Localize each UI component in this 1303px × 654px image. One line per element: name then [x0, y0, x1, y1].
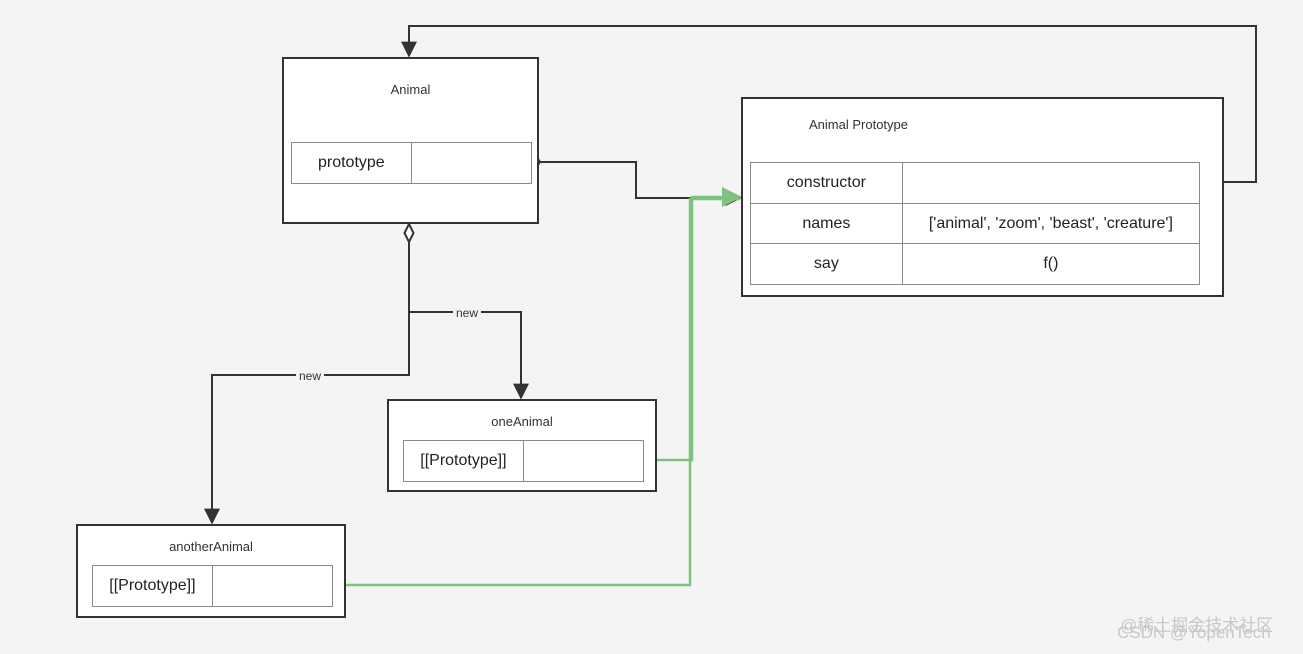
one-animal-node[interactable]: oneAnimal [[Prototype]] [387, 399, 657, 492]
edge-label-new-another: new [296, 369, 325, 383]
aggregation-diamond-icon [403, 221, 415, 245]
animal-prototype-node[interactable]: Animal Prototype constructor names ['ani… [741, 97, 1224, 297]
animal-prototype-value [410, 142, 533, 184]
edge-label-new-one: new [453, 306, 482, 320]
one-animal-prototype-value [522, 440, 645, 482]
table-row: names ['animal', 'zoom', 'beast', 'creat… [750, 203, 1201, 244]
edge-new-one-animal [408, 242, 529, 400]
names-value: ['animal', 'zoom', 'beast', 'creature'] [901, 203, 1201, 244]
another-animal-title: anotherAnimal [169, 539, 253, 554]
edge-one-animal-proto-link [643, 187, 742, 465]
animal-title: Animal [390, 82, 431, 97]
edge-prototype-to-animal-prototype [531, 157, 742, 206]
table-row: [[Prototype]] [403, 440, 645, 482]
animal-node[interactable]: Animal prototype [282, 57, 539, 224]
table-row: constructor [750, 162, 1201, 204]
table-row: say f() [750, 243, 1201, 285]
constructor-value [901, 162, 1201, 204]
names-key: names [750, 203, 903, 244]
animal-prototype-title: Animal Prototype [809, 117, 908, 132]
watermark-csdn: CSDN @YopenTech [1117, 623, 1271, 642]
animal-table: prototype [291, 142, 533, 184]
watermark-juejin: @稀土掘金技术社区 [1120, 616, 1274, 635]
animal-prototype-table: constructor names ['animal', 'zoom', 'be… [750, 162, 1201, 285]
table-row: prototype [291, 142, 533, 184]
say-value: f() [901, 243, 1201, 285]
animal-prototype-key: prototype [291, 142, 412, 184]
another-animal-prototype-key: [[Prototype]] [92, 565, 213, 607]
one-animal-prototype-key: [[Prototype]] [403, 440, 524, 482]
edge-another-animal-proto-link [333, 197, 740, 590]
table-row: [[Prototype]] [92, 565, 334, 607]
one-animal-title: oneAnimal [491, 414, 553, 429]
constructor-key: constructor [750, 162, 903, 204]
another-animal-prototype-value [211, 565, 334, 607]
another-animal-node[interactable]: anotherAnimal [[Prototype]] [76, 524, 346, 618]
another-animal-table: [[Prototype]] [92, 565, 334, 607]
say-key: say [750, 243, 903, 285]
one-animal-table: [[Prototype]] [403, 440, 645, 482]
